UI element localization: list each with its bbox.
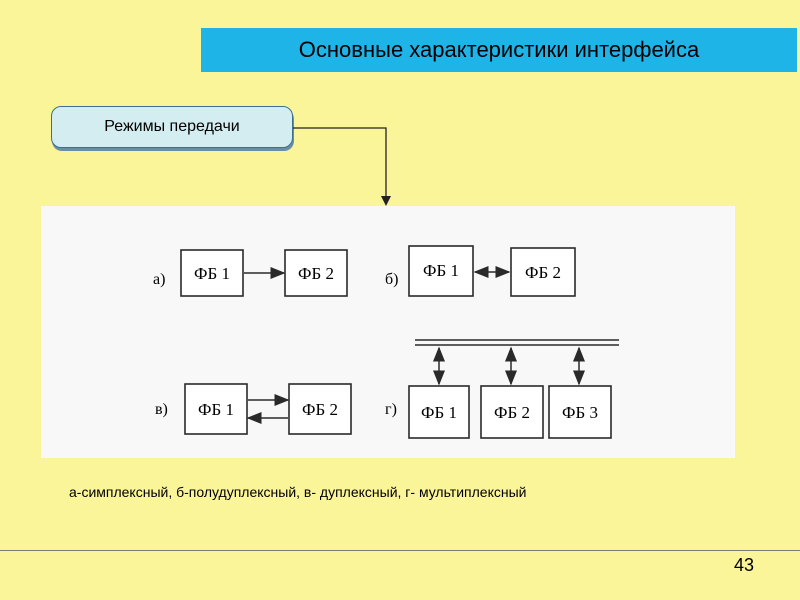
- panel-g-multiplex: г) ФБ 1 ФБ 2 ФБ 3: [385, 339, 619, 439]
- panel-a-label: а): [153, 271, 165, 288]
- modes-figure: а) ФБ 1 ФБ 2 б) ФБ 1 ФБ 2 в) ФБ 1 ФБ 2: [41, 206, 735, 458]
- panel-b-block2: ФБ 2: [525, 263, 561, 282]
- panel-g-block1: ФБ 1: [421, 403, 457, 422]
- slide-title-bar: Основные характеристики интерфейса: [201, 28, 797, 72]
- panel-g-block2: ФБ 2: [494, 403, 530, 422]
- panel-a-block1: ФБ 1: [194, 264, 230, 283]
- transmission-modes-label: Режимы передачи: [104, 118, 240, 135]
- panel-a-simplex: а) ФБ 1 ФБ 2: [153, 249, 348, 297]
- panel-b-half-duplex: б) ФБ 1 ФБ 2: [385, 245, 576, 297]
- footer-divider: [0, 550, 800, 551]
- modes-caption: а-симплексный, б-полудуплексный, в- дупл…: [69, 484, 527, 500]
- panel-b-label: б): [385, 271, 398, 288]
- page-number: 43: [733, 555, 754, 575]
- panel-v-label: в): [155, 401, 168, 418]
- transmission-modes-box: Режимы передачи: [51, 106, 293, 148]
- panel-v-duplex: в) ФБ 1 ФБ 2: [155, 383, 352, 435]
- panel-v-block1: ФБ 1: [198, 400, 234, 419]
- panel-g-label: г): [385, 401, 397, 418]
- slide-title: Основные характеристики интерфейса: [298, 37, 700, 62]
- panel-g-block3: ФБ 3: [562, 403, 598, 422]
- panel-v-block2: ФБ 2: [302, 400, 338, 419]
- panel-a-block2: ФБ 2: [298, 264, 334, 283]
- panel-b-block1: ФБ 1: [423, 261, 459, 280]
